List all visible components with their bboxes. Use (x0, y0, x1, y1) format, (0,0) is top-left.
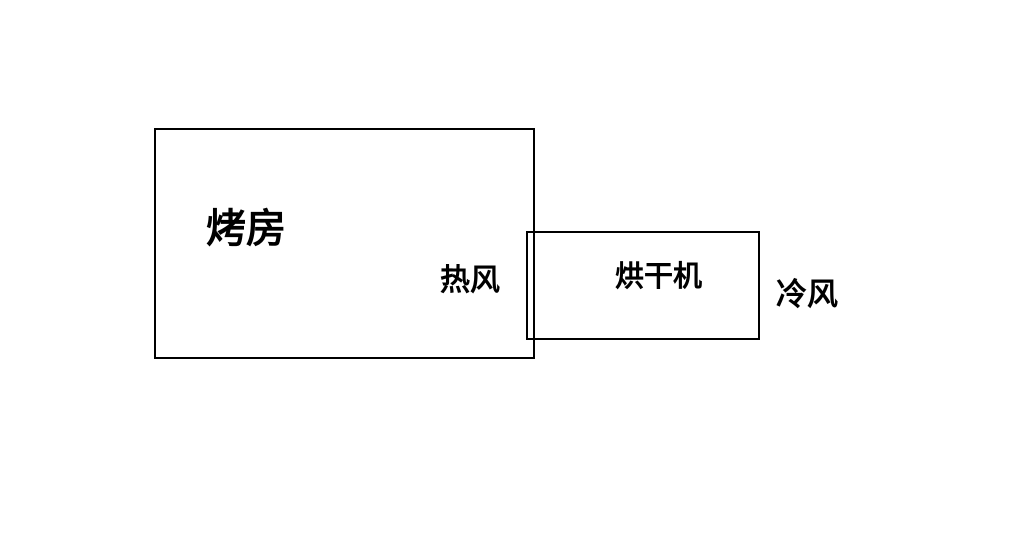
dryer-label: 烘干机 (615, 259, 703, 293)
drying-room-label: 烤房 (206, 206, 286, 252)
hot-air-label: 热风 (440, 263, 500, 298)
dryer-box (526, 231, 760, 340)
drying-room-box (154, 128, 535, 359)
cold-air-label: 冷风 (776, 277, 838, 313)
